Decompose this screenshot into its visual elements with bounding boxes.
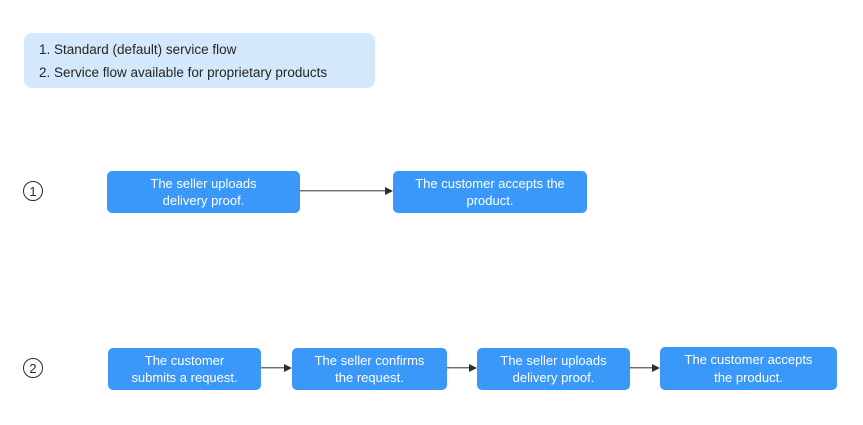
node-line: The seller confirms: [314, 352, 425, 368]
node-line: The seller uploads: [150, 175, 257, 191]
flow-1-step-customer-accepts: The customer accepts the product.: [393, 171, 587, 213]
arrow-head-icon: [284, 364, 292, 372]
node-line: The customer accepts the: [415, 175, 565, 191]
flow-2-number: 2: [29, 360, 37, 376]
flow-2-step-customer-submits: The customer submits a request.: [108, 348, 261, 390]
arrow-head-icon: [385, 187, 393, 195]
flow-2-step-seller-confirms: The seller confirms the request.: [292, 348, 447, 390]
flow-1-number-badge: 1: [23, 181, 43, 201]
arrow-head-icon: [469, 364, 477, 372]
legend-item-standard-flow: 1. Standard (default) service flow: [39, 41, 237, 57]
arrow-head-icon: [652, 364, 660, 372]
flow-2-arrow-1: [261, 363, 292, 373]
node-line: the request.: [335, 370, 404, 385]
node-line: delivery proof.: [162, 193, 245, 208]
arrow-shaft: [447, 367, 471, 369]
flow-2-arrow-2: [447, 363, 477, 373]
flow-2-number-badge: 2: [23, 358, 43, 378]
flow-2-step-seller-uploads: The seller uploads delivery proof.: [477, 348, 630, 390]
arrow-shaft: [300, 190, 387, 192]
legend-box: 1. Standard (default) service flow 2. Se…: [24, 33, 375, 88]
node-line: the product.: [714, 369, 783, 385]
flow-1-number: 1: [29, 183, 37, 199]
node-line: submits a request.: [131, 370, 238, 385]
node-line: product.: [466, 193, 514, 208]
node-line: The seller uploads: [500, 352, 607, 368]
legend-item-proprietary-flow: 2. Service flow available for proprietar…: [39, 64, 328, 80]
arrow-shaft: [630, 367, 654, 369]
node-line: delivery proof.: [512, 370, 595, 385]
flow-2-arrow-3: [630, 363, 660, 373]
flow-2-step-customer-accepts: The customer accepts the product.: [660, 347, 837, 390]
node-line: The customer: [144, 352, 225, 368]
arrow-shaft: [261, 367, 286, 369]
node-line: The customer accepts: [684, 352, 813, 367]
flow-1-step-seller-uploads: The seller uploads delivery proof.: [107, 171, 300, 213]
flow-1-arrow-1: [300, 186, 393, 196]
